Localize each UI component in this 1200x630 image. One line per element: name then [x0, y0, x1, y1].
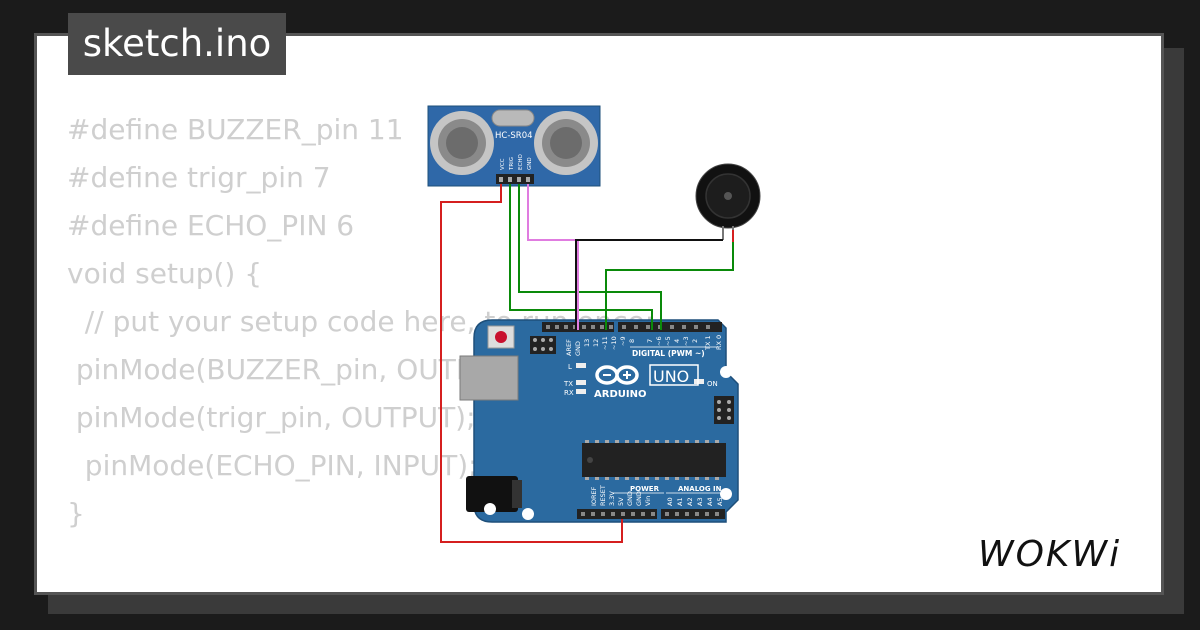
atmega-chip	[582, 443, 726, 477]
status-leds: L TX RX ON	[563, 363, 718, 397]
code-line: pinMode(trigr_pin, OUTPUT);	[67, 401, 476, 434]
power-header	[577, 509, 657, 519]
pin-label: GND	[635, 491, 643, 506]
pin-label: TX 1	[704, 335, 712, 351]
icsp-header	[530, 336, 556, 354]
code-line: pinMode(ECHO_PIN, INPUT);	[67, 449, 478, 482]
pin-label: RESET	[599, 485, 607, 506]
wokwi-logo[interactable]: WOKWi	[976, 528, 1152, 576]
sensor-model-label: HC-SR04	[495, 131, 533, 141]
mounting-hole	[720, 488, 732, 500]
icsp-header-right	[714, 396, 734, 424]
piezo-buzzer[interactable]	[695, 163, 761, 240]
pin-label: AREF	[565, 339, 573, 356]
pin-label: ~3	[682, 336, 690, 346]
pin-label: 4	[673, 339, 681, 343]
mounting-hole	[484, 503, 496, 515]
usb-connector	[459, 355, 519, 401]
pin-label: GND	[626, 491, 634, 506]
mounting-hole	[720, 366, 732, 378]
pin-label: GND	[527, 157, 533, 170]
power-pin-labels: IOREF RESET 3.3V 5V GND GND Vin	[590, 485, 652, 506]
pin-label: IOREF	[590, 486, 598, 506]
led-label: L	[568, 363, 572, 371]
sensor-pin-labels: VCC TRIG ECHO GND	[500, 154, 533, 171]
pin-label: 12	[592, 339, 600, 347]
file-tab[interactable]: sketch.ino	[68, 13, 286, 75]
on-label: ON	[707, 380, 718, 388]
code-line: #define BUZZER_pin 11	[67, 113, 404, 146]
pin-label: A3	[696, 497, 704, 506]
pin-label: A4	[706, 497, 714, 506]
crystal-oscillator	[491, 109, 535, 127]
pin-label: A2	[686, 497, 694, 506]
wires	[440, 184, 734, 543]
pin-label: 5V	[617, 497, 625, 506]
sensor-header	[496, 174, 534, 184]
power-label: POWER	[630, 485, 660, 493]
pin-label: A5	[716, 497, 724, 506]
wokwi-logo-text: WOKWi	[978, 534, 1121, 575]
pin-label: ~5	[664, 336, 672, 346]
power-jack	[466, 476, 518, 512]
arduino-text: ARDUINO	[594, 389, 646, 400]
arduino-uno-board[interactable]: AREF GND 13 12 ~11 ~10 ~9 8 7 ~6 ~5 4 ~3…	[459, 319, 739, 523]
code-line: void setup() {	[67, 257, 263, 290]
pin-label: GND	[574, 341, 582, 356]
wire-echo-pin6	[518, 184, 662, 330]
digital-label: DIGITAL (PWM ~)	[632, 349, 705, 358]
pin-label: ~9	[619, 336, 627, 346]
pin-label: ~6	[655, 336, 663, 346]
code-line: #define ECHO_PIN 6	[67, 209, 355, 242]
hc-sr04-sensor[interactable]: HC-SR04 VCC TRIG ECHO GND	[427, 105, 601, 187]
pin-label: 3.3V	[608, 491, 616, 506]
wire-gnd-gnd	[527, 184, 579, 330]
wire-vcc-5v	[440, 184, 623, 543]
led-label: TX	[563, 380, 573, 388]
wire-buzzer-pin11	[605, 240, 734, 330]
arduino-logo: UNO ARDUINO	[594, 364, 699, 400]
mounting-hole	[522, 508, 534, 520]
pin-label: 7	[646, 339, 654, 343]
digital-pin-labels: AREF GND 13 12 ~11 ~10 ~9 8 7 ~6 ~5 4 ~3…	[565, 335, 723, 356]
pin-label: A0	[666, 497, 674, 506]
pin-label: TRIG	[509, 157, 515, 171]
pin-label: ~10	[610, 336, 618, 350]
pin-label: VCC	[500, 158, 506, 170]
analog-label: ANALOG IN	[678, 485, 722, 493]
pin-label: ~11	[601, 336, 609, 350]
wire-trig-pin7	[509, 184, 653, 330]
pin-label: Vin	[644, 496, 652, 506]
pin-label: 2	[691, 339, 699, 343]
pin-label: ECHO	[518, 154, 524, 170]
uno-label: UNO	[653, 367, 689, 386]
code-line: #define trigr_pin 7	[67, 161, 331, 194]
pin-label: RX 0	[715, 335, 723, 350]
led-label: RX	[564, 389, 574, 397]
pin-label: 8	[628, 339, 636, 343]
analog-pin-labels: A0 A1 A2 A3 A4 A5	[666, 497, 724, 506]
pin-label: A1	[676, 497, 684, 506]
code-line: }	[67, 497, 85, 530]
analog-header	[661, 509, 725, 519]
pin-label: 13	[583, 339, 591, 347]
wire-buzzer-gnd	[575, 239, 723, 330]
